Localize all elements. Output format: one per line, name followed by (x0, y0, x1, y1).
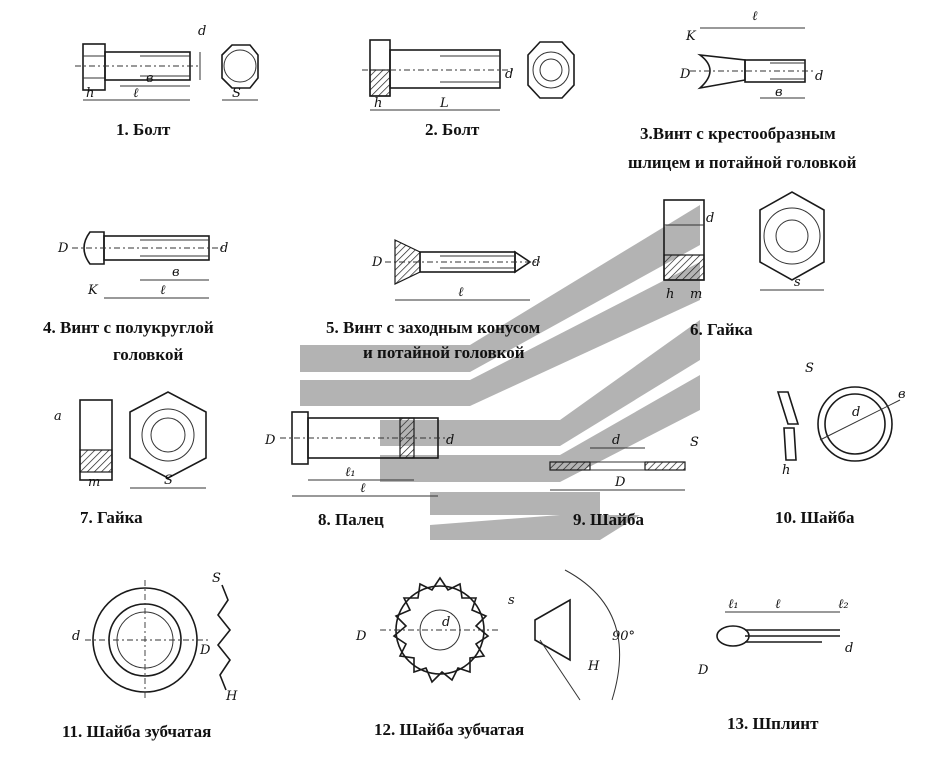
dim-l1-8: ℓ₁ (345, 465, 356, 480)
dim-b3: в (775, 85, 783, 100)
caption-washer-9: 9. Шайба (573, 510, 644, 529)
dim-m7: m (88, 475, 100, 490)
caption-screw-5-line2: и потайной головкой (363, 343, 525, 362)
bolt-1-drawing: d в ℓ h S (75, 24, 259, 101)
caption-washer-10: 10. Шайба (775, 508, 855, 527)
dim-l3: ℓ (752, 9, 758, 24)
caption-nut-7: 7. Гайка (80, 508, 143, 527)
dim-h6: h (666, 287, 674, 302)
dim-H11: H (225, 689, 238, 704)
washer-10-drawing: S h d в (776, 361, 906, 478)
dim-d10: d (852, 405, 860, 420)
dim-s12: s (508, 593, 515, 608)
dim-s9: S (690, 435, 699, 450)
dim-D8: D (264, 433, 276, 448)
caption-cotter-pin-13: 13. Шплинт (727, 714, 819, 733)
dim-s7: S (164, 473, 173, 488)
caption-screw-4-line2: головкой (113, 345, 184, 364)
caption-bolt-2: 2. Болт (425, 120, 480, 139)
dim-b10: в (898, 387, 906, 402)
washer-12-drawing: D d s H 90° (355, 569, 635, 701)
dim-s10: S (805, 361, 814, 376)
dim-l1-13: ℓ₁ (728, 597, 739, 612)
washer-11-drawing: d D S H (72, 571, 238, 704)
dim-l4: ℓ (160, 283, 166, 298)
dim-h: h (86, 86, 94, 101)
dim-k3: K (685, 29, 697, 44)
dim-h10: h (782, 463, 790, 478)
dim-s11: S (212, 571, 221, 586)
dim-l: ℓ (133, 86, 139, 101)
dim-s: S (232, 86, 241, 101)
dim-b4: в (172, 265, 180, 280)
dim-D3: D (679, 67, 691, 82)
dim-D11: D (199, 643, 211, 658)
caption-screw-3-line1: 3.Винт с крестообразным (640, 124, 836, 143)
bolt-2-drawing: L h d (362, 39, 575, 111)
dim-d6: d (706, 211, 714, 226)
dim-l5: ℓ (458, 285, 464, 300)
dim-d11: d (72, 629, 80, 644)
dim-D12: D (355, 629, 367, 644)
dim-D13: D (697, 663, 709, 678)
dim-D4: D (57, 241, 69, 256)
dim-d5: d (532, 255, 540, 270)
dim-b: в (146, 71, 154, 86)
dim-d4: d (220, 241, 228, 256)
dim-l13: ℓ (775, 597, 781, 612)
caption-nut-6: 6. Гайка (690, 320, 753, 339)
screw-3-drawing: ℓ K D в d (679, 9, 823, 100)
dim-d9: d (612, 433, 620, 448)
dim-d8: d (446, 433, 454, 448)
screw-4-drawing: D d в ℓ K (57, 231, 228, 299)
caption-washer-11: 11. Шайба зубчатая (62, 722, 212, 741)
screw-5-drawing: D ℓ d (371, 239, 540, 301)
dim-a7: a (54, 409, 62, 424)
dim-h2: h (374, 96, 382, 111)
dim-d3: d (815, 69, 823, 84)
caption-screw-5-line1: 5. Винт с заходным конусом (326, 318, 541, 337)
nut-7-drawing: a m S (54, 391, 207, 490)
dim-d: d (198, 24, 206, 39)
caption-bolt-1: 1. Болт (116, 120, 171, 139)
dim-L: L (439, 96, 449, 111)
dim-l2-13: ℓ₂ (838, 597, 849, 612)
dim-l8: ℓ (360, 481, 366, 496)
dim-s6: s (794, 275, 801, 290)
dim-k4: K (87, 283, 99, 298)
dim-m6: m (690, 287, 702, 302)
cotter-pin-13-drawing: ℓ₁ ℓ ℓ₂ d D (697, 597, 853, 678)
dim-D5: D (371, 255, 383, 270)
nut-6-drawing: d h m s (663, 191, 825, 302)
washer-9-drawing: d D S (549, 433, 699, 491)
caption-pin-8: 8. Палец (318, 510, 384, 529)
dim-angle12: 90° (612, 629, 635, 644)
dim-d13: d (845, 641, 853, 656)
dim-d2: d (505, 67, 513, 82)
dim-D9: D (614, 475, 626, 490)
dim-d12: d (442, 615, 450, 630)
dim-H12: H (587, 659, 600, 674)
caption-screw-3-line2: шлицем и потайной головкой (628, 153, 857, 172)
caption-screw-4-line1: 4. Винт с полукруглой (43, 318, 214, 337)
pin-8-drawing: D d ℓ₁ ℓ (264, 411, 454, 497)
caption-washer-12: 12. Шайба зубчатая (374, 720, 525, 739)
